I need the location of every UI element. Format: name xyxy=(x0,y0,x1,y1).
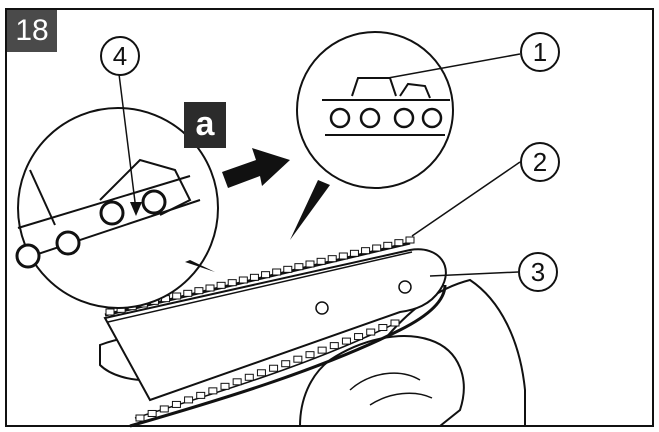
callout-3-leader xyxy=(429,271,519,277)
chain-tooth-lower-13 xyxy=(293,355,303,363)
chain-tooth-upper-27 xyxy=(405,236,415,244)
chain-tooth-lower-5 xyxy=(196,391,206,399)
chain-tooth-upper-21 xyxy=(338,252,348,260)
chain-tooth-upper-19 xyxy=(316,257,326,265)
chain-tooth-lower-12 xyxy=(281,360,291,368)
detail-right-rivet-2 xyxy=(359,107,381,129)
detail-chain-edge xyxy=(17,175,191,229)
chain-tooth-upper-14 xyxy=(261,271,271,279)
bar-hole-1 xyxy=(315,301,329,315)
bar-hole-2 xyxy=(398,280,412,294)
chain-tooth-lower-15 xyxy=(317,346,327,354)
chain-tooth-lower-20 xyxy=(378,324,388,332)
chain-tooth-upper-17 xyxy=(294,263,304,271)
callout-2: 2 xyxy=(520,142,560,182)
detail-right-pointer xyxy=(290,180,330,240)
chain-tooth-lower-10 xyxy=(256,369,266,377)
chain-tooth-upper-9 xyxy=(205,284,215,292)
direction-arrow xyxy=(222,148,290,188)
detail-cutter xyxy=(99,158,192,216)
detail-rivet-2 xyxy=(99,200,125,226)
chain-tooth-lower-16 xyxy=(329,342,339,350)
chain-tooth-lower-17 xyxy=(341,337,351,345)
chain-tooth-upper-10 xyxy=(216,281,226,289)
chain-tooth-upper-13 xyxy=(249,273,259,281)
chain-tooth-lower-21 xyxy=(390,319,400,327)
callout-3: 3 xyxy=(518,252,558,292)
chain-tooth-upper-16 xyxy=(283,265,293,273)
chain-tooth-upper-7 xyxy=(183,289,193,297)
glove-crease xyxy=(349,372,421,391)
chain-tooth-lower-2 xyxy=(159,405,169,413)
chain-tooth-lower-1 xyxy=(147,409,157,417)
chain-tooth-lower-11 xyxy=(269,364,279,372)
detail-label-a: a xyxy=(184,102,226,148)
detail-right-rivet-3 xyxy=(393,107,415,129)
chain-tooth-upper-6 xyxy=(172,292,182,300)
chain-tooth-upper-23 xyxy=(361,247,371,255)
step-number-badge: 18 xyxy=(7,10,57,52)
detail-rivet-4 xyxy=(15,243,41,269)
detail-right-rivet-4 xyxy=(421,107,443,129)
chain-tooth-lower-14 xyxy=(305,351,315,359)
chain-tooth-upper-26 xyxy=(394,239,404,247)
callout-1-leader xyxy=(387,53,521,79)
chain-tooth-lower-18 xyxy=(354,333,364,341)
chain-tooth-upper-25 xyxy=(383,241,393,249)
chain-tooth-lower-6 xyxy=(208,387,218,395)
chain-tooth-lower-7 xyxy=(220,382,230,390)
callout-4-leader xyxy=(117,65,137,211)
chain-tooth-lower-3 xyxy=(171,400,181,408)
chain-tooth-lower-4 xyxy=(184,396,194,404)
detail-rivet-1 xyxy=(55,230,81,256)
chain-tooth-lower-0 xyxy=(135,414,145,422)
chain-tooth-upper-0 xyxy=(105,308,115,316)
chain-tooth-upper-22 xyxy=(349,249,359,257)
guide-bar xyxy=(103,248,447,402)
chain-lower-line xyxy=(129,284,447,428)
callout-1: 1 xyxy=(520,32,560,72)
detail-right-cutter-2 xyxy=(399,82,431,99)
chain-tooth-upper-15 xyxy=(272,268,282,276)
chain-tooth-lower-8 xyxy=(232,378,242,386)
chain-tooth-lower-19 xyxy=(366,328,376,336)
callout-4: 4 xyxy=(100,36,140,76)
detail-left-pointer xyxy=(185,260,215,272)
detail-circle-left xyxy=(15,65,219,309)
callout-4-arrowhead xyxy=(130,202,142,216)
detail-rivet-3 xyxy=(141,189,167,215)
detail-right-cutter xyxy=(351,77,397,97)
glove-crease-2 xyxy=(369,392,433,406)
chain-tooth-upper-11 xyxy=(227,279,237,287)
chain-upper-inner xyxy=(107,251,413,323)
detail-line xyxy=(29,169,56,226)
callout-2-leader xyxy=(411,161,521,237)
chain-tooth-upper-8 xyxy=(194,287,204,295)
chain-tooth-upper-18 xyxy=(305,260,315,268)
chain-tooth-upper-20 xyxy=(327,255,337,263)
detail-right-rivet-1 xyxy=(329,107,351,129)
chain-tooth-lower-9 xyxy=(244,373,254,381)
detail-circle-right xyxy=(290,31,521,240)
chain-tooth-upper-24 xyxy=(372,244,382,252)
chain-tooth-upper-12 xyxy=(238,276,248,284)
